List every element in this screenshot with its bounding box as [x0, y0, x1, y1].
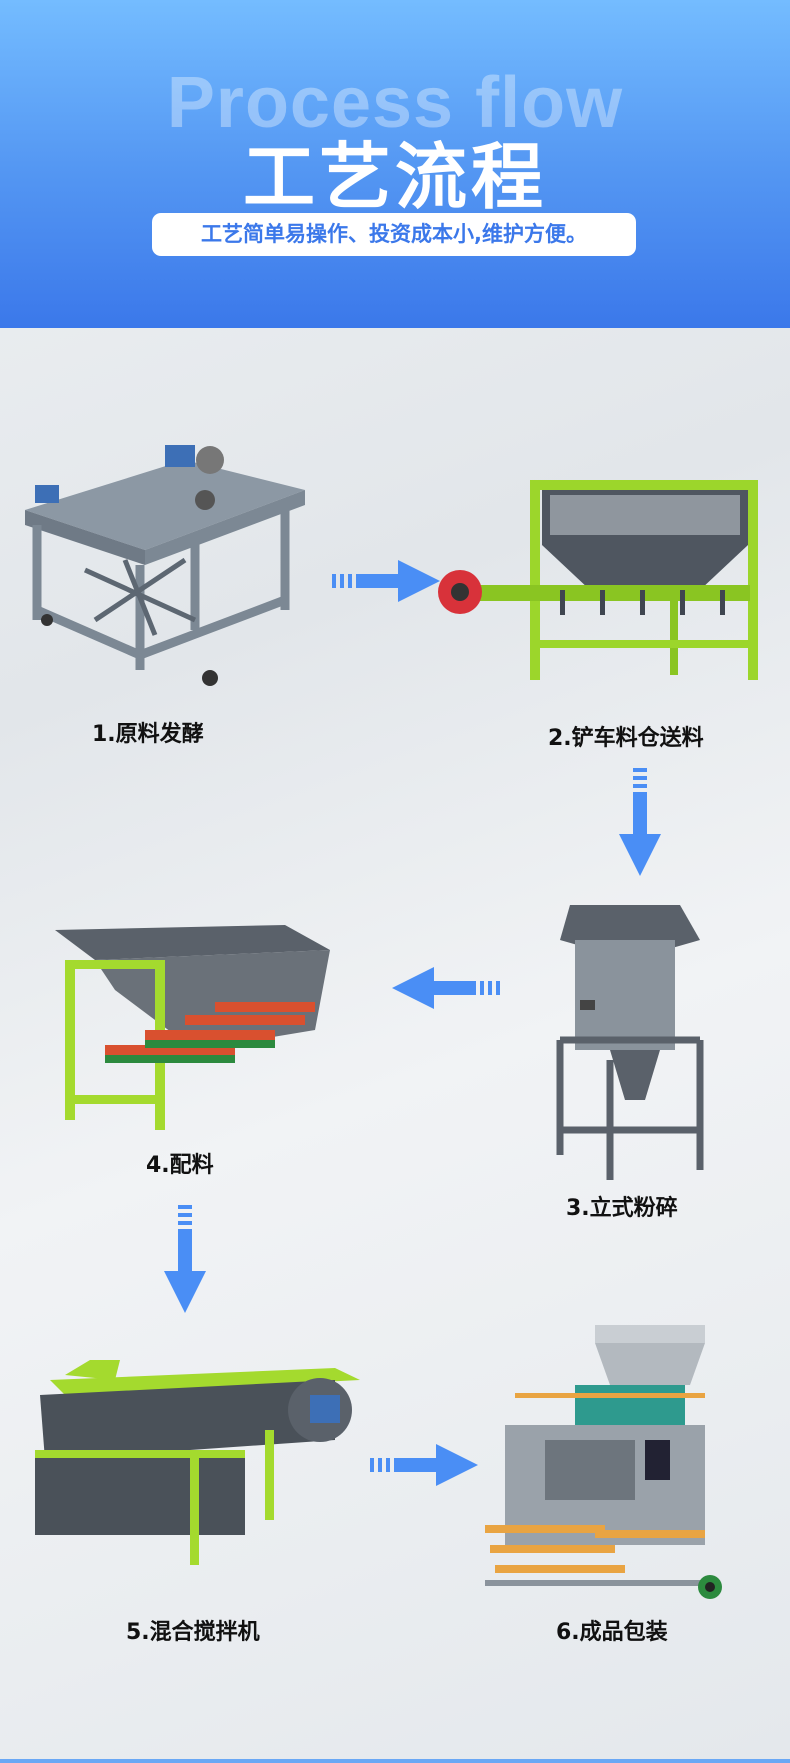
tagline-box: 工艺简单易操作、投资成本小,维护方便。 — [152, 213, 636, 256]
machine-image-fermentation-turner — [25, 445, 305, 686]
step-label-6: 6.成品包装 — [556, 1620, 668, 1645]
machine-image-vertical-crusher — [556, 905, 704, 1180]
arrow-down-icon — [619, 768, 661, 876]
page-title: 工艺流程 — [242, 135, 547, 219]
machine-image-mixer — [35, 1360, 360, 1565]
step-label-1: 1.原料发酵 — [92, 722, 204, 747]
header-banner: Process flow 工艺流程 工艺简单易操作、投资成本小,维护方便。 — [0, 0, 790, 328]
machine-image-loader-hopper — [438, 480, 758, 680]
watermark-text: Process flow — [166, 63, 624, 143]
machine-image-packaging-machine — [485, 1325, 722, 1599]
arrow-right-icon — [370, 1444, 478, 1486]
step-label-4: 4.配料 — [146, 1153, 214, 1178]
step-label-5: 5.混合搅拌机 — [126, 1620, 260, 1645]
step-label-3: 3.立式粉碎 — [566, 1196, 678, 1221]
machine-image-batching-machine — [55, 925, 330, 1130]
arrow-right-icon — [332, 560, 440, 602]
bottom-divider — [0, 1759, 790, 1763]
arrow-left-icon — [392, 967, 500, 1009]
arrow-down-icon — [164, 1205, 206, 1313]
step-label-2: 2.铲车料仓送料 — [548, 726, 704, 751]
